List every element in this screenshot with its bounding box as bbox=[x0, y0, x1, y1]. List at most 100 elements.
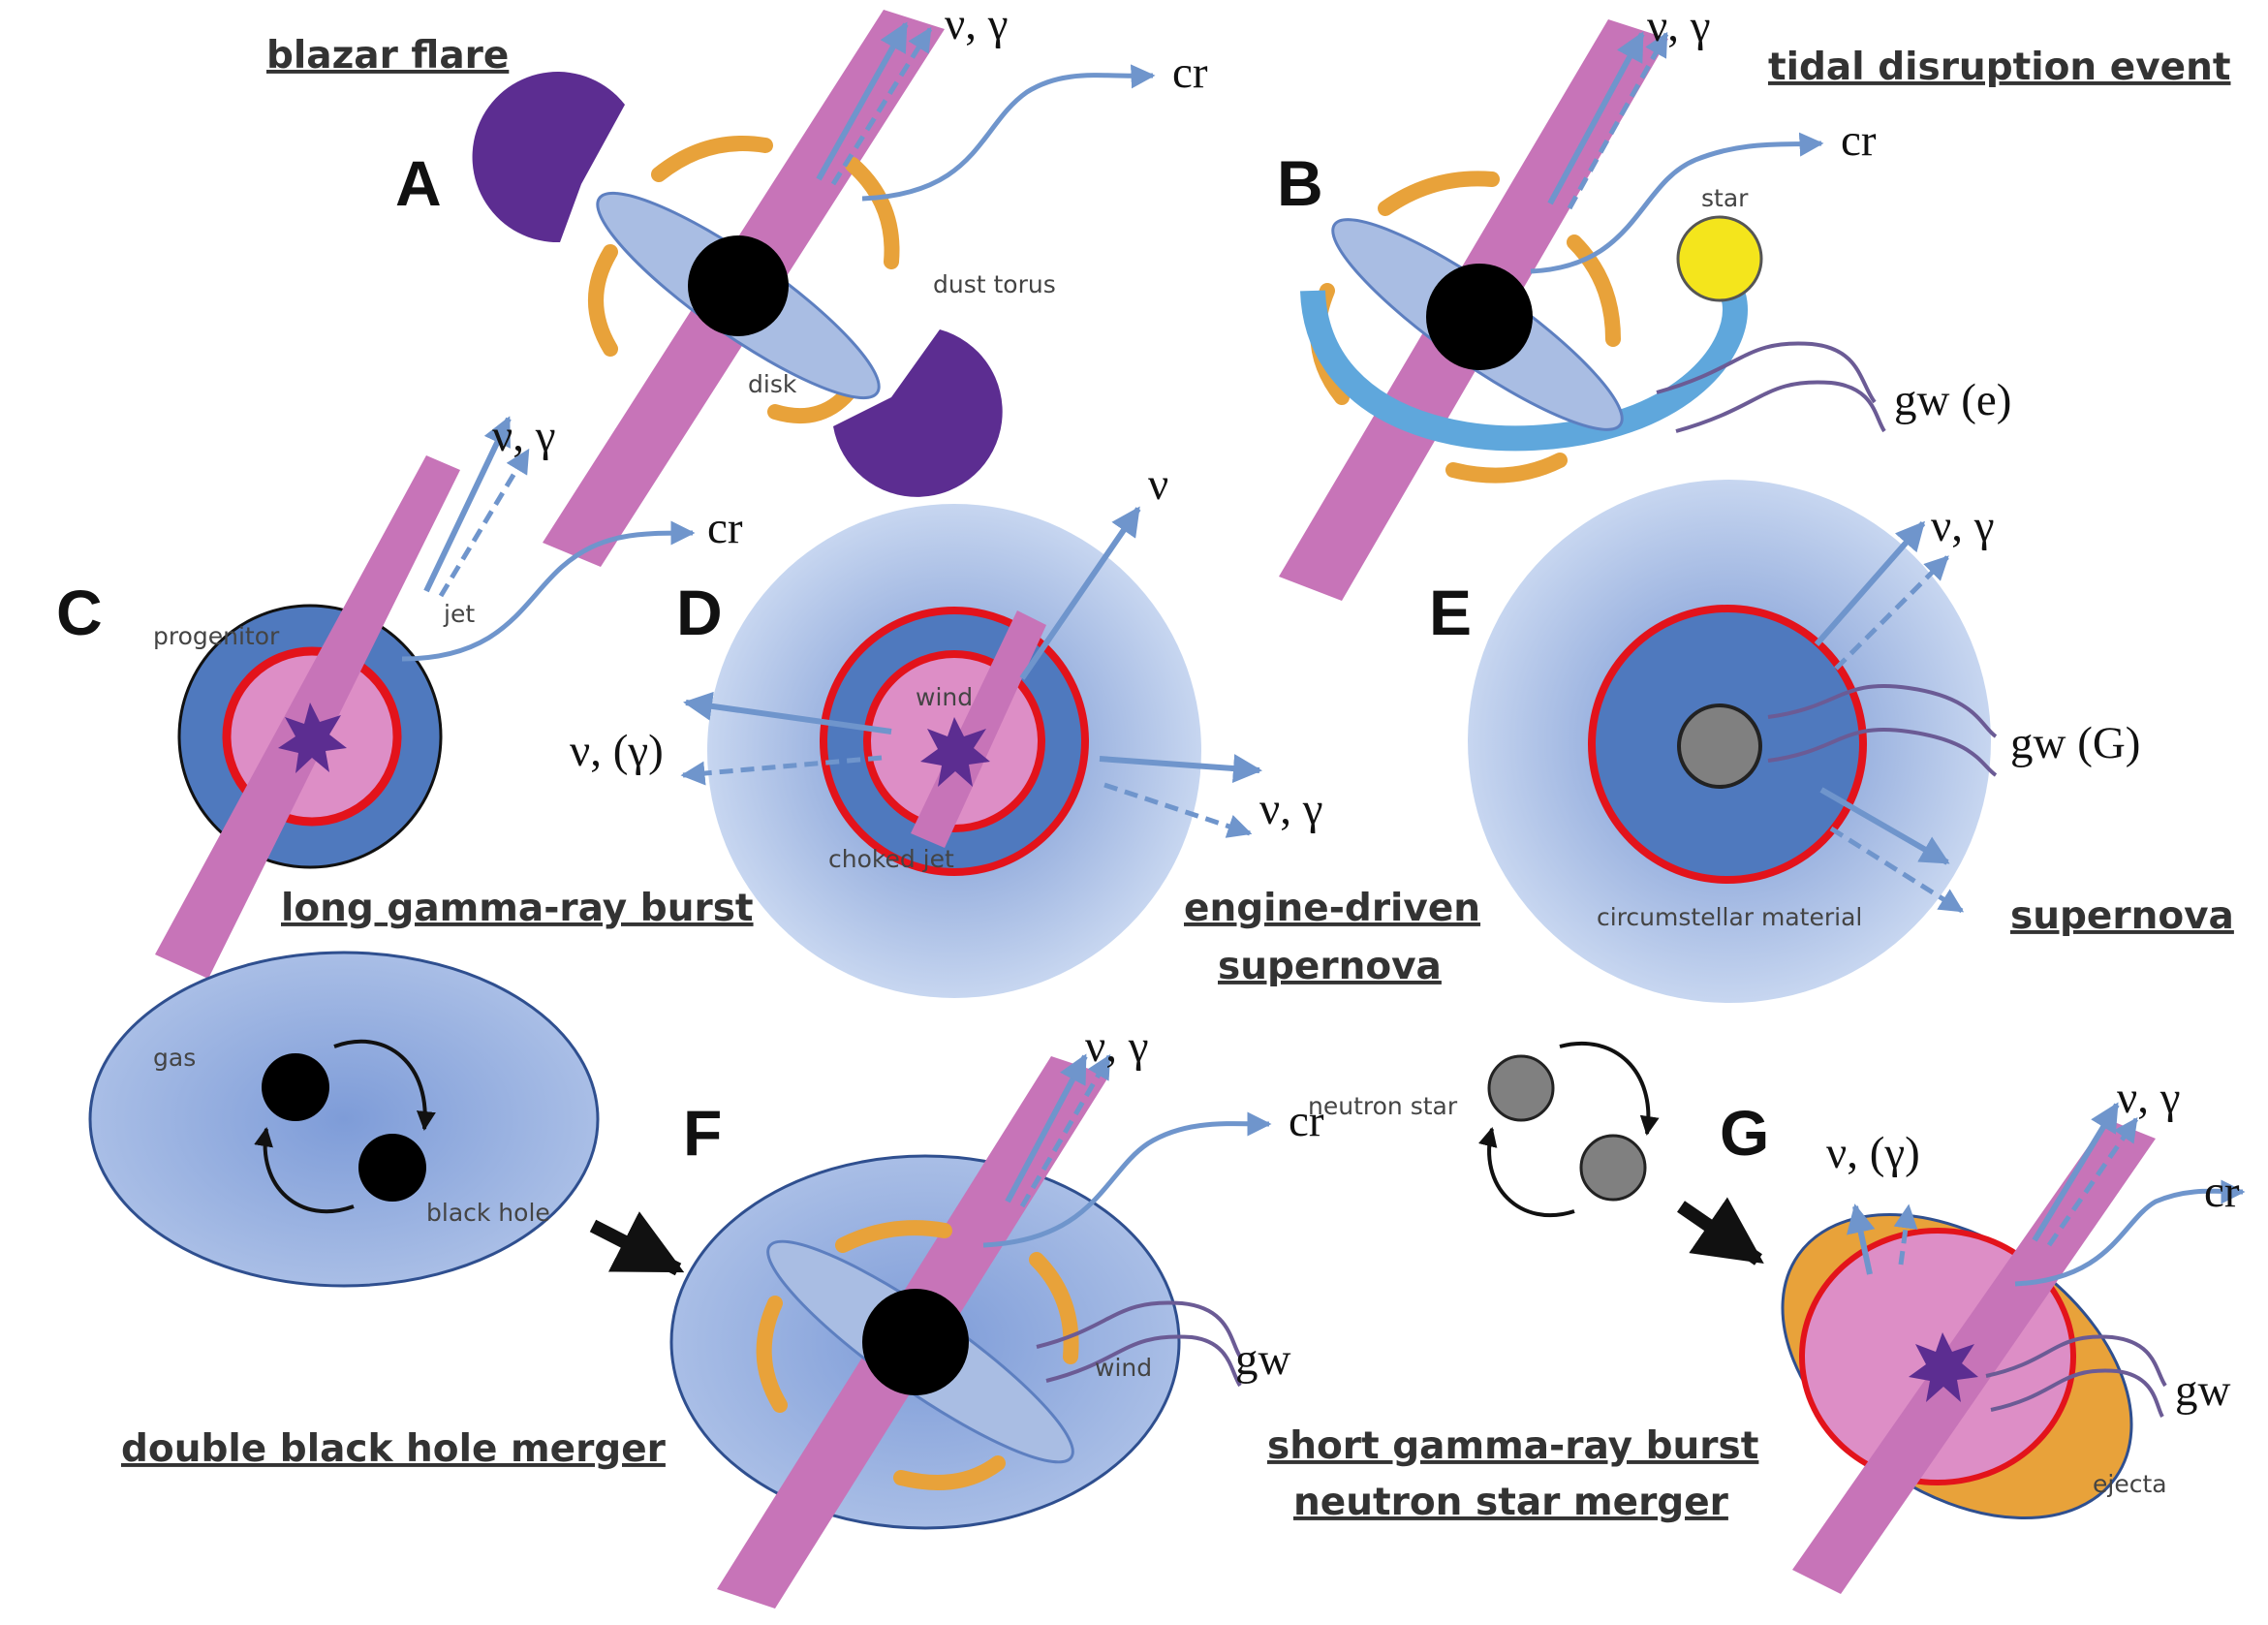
cr-arrow-g bbox=[2014, 1179, 2246, 1287]
wind-label-d: wind bbox=[916, 683, 973, 711]
cr-label-f: cr bbox=[1289, 1096, 1324, 1146]
wind-arc-f4 bbox=[893, 1455, 1006, 1490]
panel-ns-pre: neutron star short gamma-ray burst neutr… bbox=[1267, 1041, 1764, 1524]
cr-label-a: cr bbox=[1172, 47, 1208, 98]
panel-b-tde: tidal disruption event B star ν, γ cr gw… bbox=[1277, 1, 2230, 601]
jet-g bbox=[1792, 1119, 2156, 1594]
cr-label-c: cr bbox=[707, 503, 743, 553]
nu-gamma-label-b: ν, γ bbox=[1647, 1, 1711, 51]
black-hole-a bbox=[688, 235, 789, 336]
nu-arrow-b bbox=[1547, 31, 1645, 205]
gamma-arrow-d-left bbox=[680, 755, 883, 786]
star-b bbox=[1676, 215, 1763, 302]
nu-gamma-label-g: ν, γ bbox=[2117, 1073, 2181, 1123]
dust-clump-a1 bbox=[472, 72, 625, 243]
gw-label-b: gw (e) bbox=[1894, 375, 2011, 425]
gamma-arrow-g-left bbox=[1893, 1203, 1918, 1266]
gamma-arrow-g bbox=[2046, 1116, 2139, 1247]
black-hole-1 bbox=[262, 1053, 329, 1121]
gw-wave-b2 bbox=[1675, 380, 1886, 433]
panel-d-title-line2: supernova bbox=[1218, 945, 1442, 988]
star-label: star bbox=[1701, 184, 1749, 212]
orbit-arrow-2 bbox=[254, 1127, 355, 1214]
progenitor-label: progenitor bbox=[153, 622, 280, 650]
gamma-arrow-e2 bbox=[1829, 826, 1965, 914]
torus-arc-a2 bbox=[845, 157, 900, 269]
panel-e-supernova: E ν, γ gw (G) circumstellar material sup… bbox=[1429, 480, 2234, 1003]
wind-arc-f3 bbox=[1029, 1252, 1079, 1364]
nu-arrow-c bbox=[423, 416, 512, 593]
gas-label: gas bbox=[153, 1044, 196, 1072]
torus-arc-a3 bbox=[588, 244, 618, 357]
gw-label-e: gw (G) bbox=[2010, 718, 2140, 768]
dust-torus-label: dust torus bbox=[933, 270, 1056, 298]
gas-cloud bbox=[88, 951, 600, 1288]
panel-g-letter: G bbox=[1720, 1097, 1769, 1169]
gamma-arrow-c bbox=[438, 448, 531, 598]
bbh-title: double black hole merger bbox=[121, 1427, 667, 1471]
black-hole-2 bbox=[358, 1134, 426, 1202]
wind-label-f: wind bbox=[1095, 1354, 1152, 1382]
panel-b-letter: B bbox=[1277, 147, 1323, 219]
cr-label-b: cr bbox=[1841, 115, 1877, 166]
cr-label-g: cr bbox=[2204, 1167, 2240, 1217]
jet-label-c: jet bbox=[443, 600, 475, 628]
nu-gamma-label-d: ν, γ bbox=[1259, 784, 1323, 834]
ejecta-label: ejecta bbox=[2093, 1470, 2167, 1498]
gamma-arrow-f bbox=[1019, 1053, 1112, 1208]
nu-arrow-f bbox=[1005, 1053, 1088, 1203]
wind-arc-f2 bbox=[756, 1296, 788, 1413]
burst-d bbox=[920, 717, 990, 787]
torus-arc-b1 bbox=[1378, 171, 1500, 216]
wind-arc-f1 bbox=[835, 1220, 952, 1253]
compact-remnant-e bbox=[1677, 703, 1762, 789]
panel-f-letter: F bbox=[683, 1097, 722, 1169]
nu-gamma-label-e: ν, γ bbox=[1931, 501, 1995, 551]
nu-gamma-paren-label-g: ν, (γ) bbox=[1826, 1128, 1920, 1178]
panel-d-letter: D bbox=[676, 577, 723, 648]
gw-label-g: gw bbox=[2175, 1365, 2231, 1416]
torus-arc-a1 bbox=[651, 136, 773, 182]
burst-c bbox=[278, 703, 347, 773]
gw-wave-f2 bbox=[1045, 1334, 1242, 1388]
panel-e-letter: E bbox=[1429, 577, 1472, 648]
black-hole-f bbox=[862, 1289, 969, 1395]
black-hole-label: black hole bbox=[426, 1199, 550, 1227]
panel-c-title: long gamma-ray burst bbox=[281, 887, 754, 930]
gamma-arrow-d-right bbox=[1103, 782, 1253, 838]
nu-arrow-a bbox=[816, 21, 909, 181]
panel-f-bbh-merger: F ν, γ cr gw wind bbox=[669, 1021, 1324, 1609]
torus-arc-b4 bbox=[1567, 234, 1621, 347]
ns-orbit-arrow-2 bbox=[1477, 1127, 1575, 1218]
panel-c-lgrb: C progenitor jet ν, γ cr long gamma-ray … bbox=[56, 411, 754, 979]
gamma-arrow-e bbox=[1834, 555, 1949, 671]
panel-a-letter: A bbox=[395, 147, 442, 219]
disk-label: disk bbox=[748, 370, 797, 398]
neutron-star-1 bbox=[1487, 1054, 1555, 1122]
gw-wave-e2 bbox=[1767, 727, 1998, 777]
panel-c-letter: C bbox=[56, 577, 103, 648]
gamma-arrow-b bbox=[1567, 31, 1669, 210]
nu-arrow-d-up bbox=[1019, 506, 1141, 680]
transition-arrow-g bbox=[1677, 1197, 1764, 1266]
nu-gamma-label-c: ν, γ bbox=[492, 411, 556, 461]
gw-wave-e1 bbox=[1767, 683, 1998, 738]
panel-a-title: blazar flare bbox=[266, 34, 509, 78]
dust-clump-a2 bbox=[833, 329, 1003, 497]
black-hole-b bbox=[1426, 264, 1533, 370]
neutron-star-label: neutron star bbox=[1308, 1092, 1458, 1120]
nu-gamma-label-f: ν, γ bbox=[1085, 1021, 1149, 1072]
burst-g bbox=[1909, 1332, 1978, 1402]
nu-arrow-e bbox=[1814, 520, 1926, 646]
csm-label: circumstellar material bbox=[1597, 903, 1862, 931]
panel-g-ns-merger: G ν, (γ) ν, γ cr gw ejecta bbox=[1720, 1073, 2246, 1594]
cr-arrow-c bbox=[401, 520, 696, 662]
nu-gamma-paren-label-d: ν, (γ) bbox=[570, 726, 664, 776]
gw-wave-g2 bbox=[1990, 1368, 2164, 1419]
nu-arrow-e2 bbox=[1819, 787, 1950, 865]
nu-arrow-d-right bbox=[1099, 754, 1262, 784]
nu-arrow-g-left bbox=[1846, 1203, 1876, 1275]
ns-title-line1: short gamma-ray burst bbox=[1267, 1424, 1758, 1468]
panel-d-title-line1: engine-driven bbox=[1184, 887, 1480, 930]
panel-e-title: supernova bbox=[2010, 894, 2234, 938]
